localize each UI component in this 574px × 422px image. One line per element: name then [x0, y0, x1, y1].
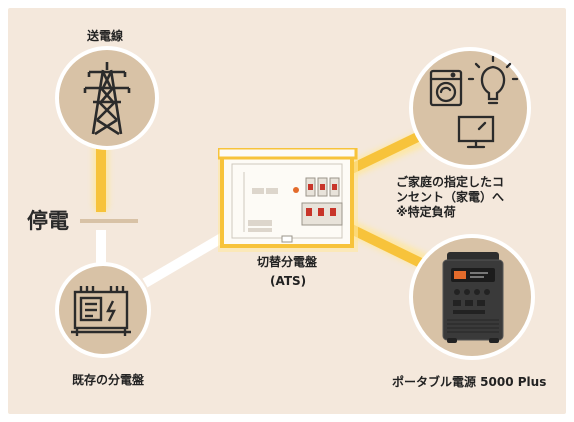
switch-board-sublabel: (ATS): [270, 274, 307, 288]
ats-to-power-line: [342, 221, 428, 270]
outlets-label-line2: ンセント（家電）へ: [396, 190, 505, 204]
ats-switch-panel-icon: [218, 148, 358, 252]
switch-board-label: 切替分電盤: [257, 255, 318, 269]
power-pylon-icon: [83, 62, 131, 136]
light-bulb-icon: [467, 55, 519, 105]
power-station-circle: [409, 234, 535, 360]
outlets-label-line1: ご家庭の指定したコ: [396, 175, 505, 189]
transmission-label: 送電線: [87, 29, 124, 43]
ats-panel: [218, 148, 358, 252]
washing-machine-icon: [429, 69, 463, 107]
existing-board-circle: [55, 262, 151, 358]
ats-to-outlets-line: [342, 127, 431, 177]
existing-board-label: 既存の分電盤: [72, 373, 145, 387]
outlets-label-line3: ※特定負荷: [396, 205, 456, 219]
distribution-board-icon: [71, 286, 131, 336]
portable-power-station-icon: [442, 252, 504, 343]
tv-monitor-icon: [457, 115, 495, 149]
power-station-label: ポータブル電源 5000 Plus: [392, 375, 547, 389]
outlets-circle: [409, 47, 531, 169]
transmission-circle: [55, 46, 159, 150]
outage-label: 停電: [27, 209, 69, 233]
appliance-icons: [429, 55, 519, 149]
